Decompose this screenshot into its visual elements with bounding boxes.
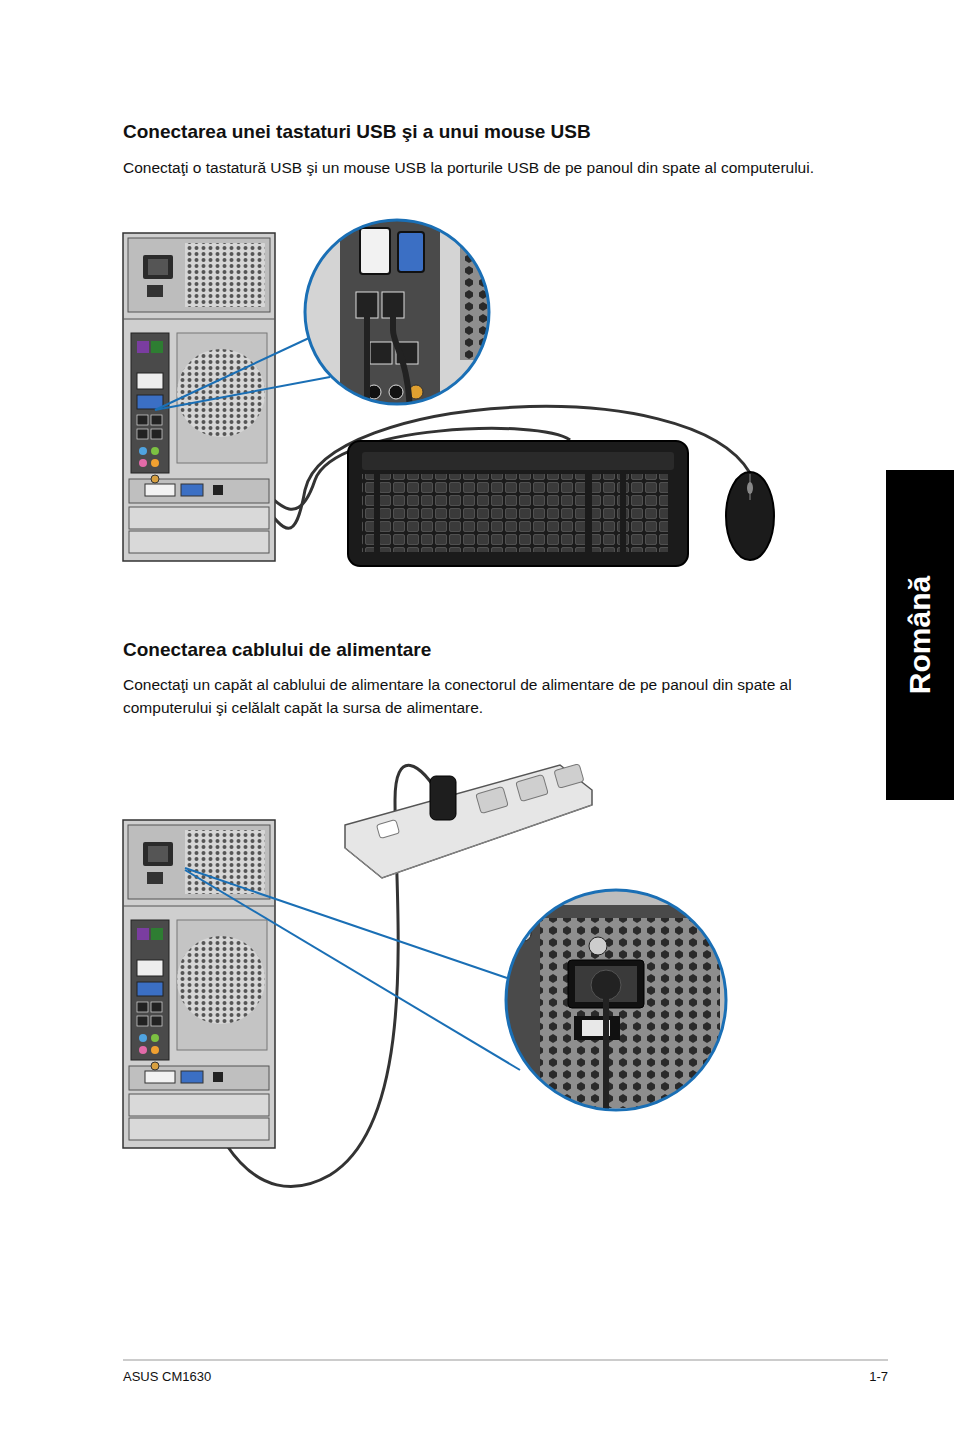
power-strip — [345, 765, 592, 878]
section-heading: Conectarea cablului de alimentare — [123, 638, 883, 662]
mouse — [726, 472, 774, 560]
zoom-circle — [506, 890, 726, 1110]
section-heading: Conectarea unei tastaturi USB şi a unui … — [123, 120, 883, 144]
tab-label: Română — [903, 576, 937, 694]
power-figure — [123, 764, 740, 1187]
keyboard-mouse-figure — [123, 215, 774, 566]
zoom-line — [185, 868, 507, 978]
side-tab: Română — [886, 470, 954, 800]
computer-rear — [123, 820, 275, 1148]
zoom-line — [185, 870, 520, 1070]
body-text: Conectaţi o tastatură USB şi un mouse US… — [123, 156, 823, 179]
keyboard — [348, 441, 688, 566]
power-plug — [430, 776, 456, 820]
body-text: Conectaţi un capăt al cablului de alimen… — [123, 673, 823, 719]
zoom-circle — [305, 220, 489, 404]
zoom-line — [155, 377, 330, 410]
page-number: 1-7 — [700, 1369, 888, 1385]
zoom-line — [155, 338, 309, 410]
footer-rule — [123, 1360, 888, 1361]
zoom-detail — [300, 215, 500, 420]
footer-model: ASUS CM1630 — [123, 1369, 423, 1385]
zoom-detail — [500, 888, 740, 1120]
computer-rear — [123, 233, 275, 561]
